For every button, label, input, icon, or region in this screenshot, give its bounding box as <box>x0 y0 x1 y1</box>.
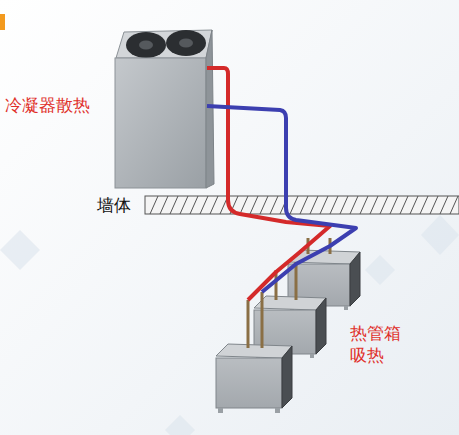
heat-pipe-box <box>216 344 292 413</box>
corner-mark <box>0 14 5 30</box>
blue-pipe <box>207 106 356 292</box>
wall <box>145 196 459 214</box>
red-pipe <box>207 68 330 300</box>
condenser-unit <box>115 30 214 188</box>
text-label: 冷凝器散热 <box>5 94 115 116</box>
text-label: 墙体 <box>97 194 143 216</box>
background-pattern <box>0 215 459 435</box>
text-label: 热管箱 吸热 <box>350 322 406 366</box>
